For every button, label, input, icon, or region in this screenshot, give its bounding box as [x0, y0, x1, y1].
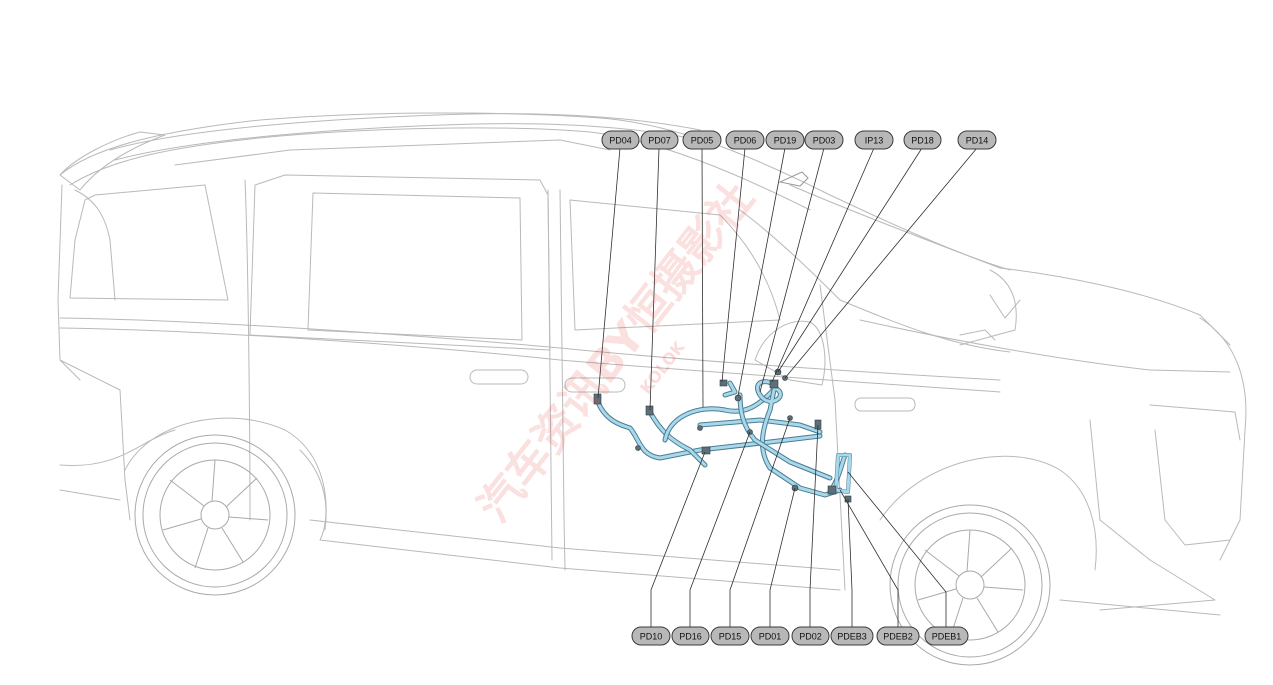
connector-clip	[697, 425, 703, 431]
connector-IP13	[769, 379, 779, 389]
leader-PD14	[784, 147, 978, 379]
connector-PD10	[701, 446, 711, 455]
svg-text:PD14: PD14	[966, 136, 989, 146]
watermark: 汽车资讯BY恒摄影社 KOLOK	[468, 173, 764, 531]
label-PD19: PD19	[765, 130, 805, 150]
label-PD04: PD04	[601, 130, 640, 150]
leader-lines	[597, 147, 978, 627]
label-PDEB2: PDEB2	[876, 626, 920, 646]
svg-text:PD15: PD15	[719, 632, 742, 642]
label-IP13: IP13	[854, 130, 894, 150]
svg-text:PD05: PD05	[691, 136, 714, 146]
svg-text:PD06: PD06	[734, 136, 757, 146]
label-PD18: PD18	[903, 130, 942, 150]
label-PD06: PD06	[725, 130, 765, 150]
front-wheel	[889, 504, 1051, 666]
rear-wheel	[134, 434, 296, 596]
label-PD03: PD03	[804, 130, 844, 150]
leader-PD10	[650, 451, 706, 627]
label-PD07: PD07	[640, 130, 679, 150]
leader-PDEB3	[847, 498, 853, 627]
leader-PD01	[769, 487, 796, 627]
svg-text:PD10: PD10	[640, 632, 663, 642]
connector-PD07	[645, 405, 654, 416]
svg-text:PD03: PD03	[813, 136, 836, 146]
connector-PD05	[719, 379, 728, 387]
callout-labels-top: PD04 PD07 PD05 PD06 PD19 PD03 IP13 PD18	[601, 130, 997, 150]
svg-text:PDEB1: PDEB1	[932, 632, 962, 642]
svg-text:PDEB3: PDEB3	[837, 632, 867, 642]
leader-PD06	[721, 147, 746, 383]
leader-IP13	[771, 147, 875, 383]
leader-PD04	[597, 147, 621, 399]
leader-PD02	[809, 424, 819, 627]
label-PDEB3: PDEB3	[830, 626, 874, 646]
label-PD01: PD01	[750, 626, 790, 646]
leader-PD07	[649, 147, 660, 411]
svg-text:PD02: PD02	[799, 632, 822, 642]
svg-text:IP13: IP13	[865, 136, 884, 146]
leader-PDEB1	[847, 471, 947, 627]
leader-PD16	[689, 431, 751, 627]
vehicle-outline	[57, 112, 1247, 616]
label-PDEB1: PDEB1	[924, 626, 969, 646]
label-PD14: PD14	[957, 130, 997, 150]
wiring-harness	[593, 171, 852, 503]
svg-text:PD18: PD18	[911, 136, 934, 146]
svg-text:PD19: PD19	[774, 136, 797, 146]
watermark-text: 汽车资讯BY恒摄影社	[468, 173, 764, 531]
leader-PD18	[777, 147, 923, 373]
svg-text:PD07: PD07	[648, 136, 671, 146]
connector-PDEB2	[827, 485, 837, 495]
leader-PDEB2	[839, 489, 899, 627]
svg-text:PDEB2: PDEB2	[883, 632, 913, 642]
svg-text:PD01: PD01	[759, 632, 782, 642]
callout-labels-bottom: PD10 PD16 PD15 PD01 PD02 PDEB3 PDEB2 PD	[631, 626, 969, 646]
svg-text:PD16: PD16	[679, 632, 702, 642]
leader-PD19	[737, 147, 786, 397]
connector-PD04	[593, 393, 602, 405]
leader-PD15	[729, 417, 791, 627]
label-PD02: PD02	[791, 626, 830, 646]
leader-PD05	[701, 147, 704, 408]
label-PD15: PD15	[710, 626, 750, 646]
label-PD10: PD10	[631, 626, 671, 646]
label-PD16: PD16	[671, 626, 710, 646]
connector-clip	[635, 445, 641, 451]
leader-PD03	[759, 147, 825, 393]
label-PD05: PD05	[682, 130, 722, 150]
svg-text:PD04: PD04	[609, 136, 632, 146]
